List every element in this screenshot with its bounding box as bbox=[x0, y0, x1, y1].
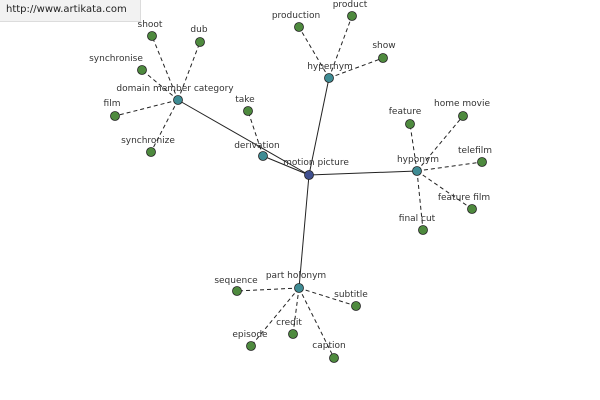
label-dub: dub bbox=[190, 25, 207, 35]
node-center[interactable] bbox=[304, 170, 314, 180]
node-show[interactable] bbox=[378, 53, 388, 63]
label-derivation: derivation bbox=[234, 141, 280, 151]
label-product: product bbox=[333, 0, 368, 10]
label-subtitle: subtitle bbox=[334, 290, 368, 300]
edge-synchronise bbox=[141, 69, 179, 101]
label-sequence: sequence bbox=[214, 276, 258, 286]
node-sequence[interactable] bbox=[232, 286, 242, 296]
edge-telefilm bbox=[416, 161, 483, 172]
label-feature: feature bbox=[389, 107, 422, 117]
node-hypernym[interactable] bbox=[324, 73, 334, 83]
node-feature-film[interactable] bbox=[467, 204, 477, 214]
edge-feature-film bbox=[416, 170, 473, 210]
node-credit[interactable] bbox=[288, 329, 298, 339]
label-show: show bbox=[372, 41, 395, 51]
label-credit: credit bbox=[276, 318, 302, 328]
edge-sequence bbox=[236, 287, 300, 292]
edge-hyponym bbox=[308, 170, 418, 176]
edges bbox=[114, 15, 483, 359]
edge-part-holonym bbox=[298, 174, 310, 289]
node-dub[interactable] bbox=[195, 37, 205, 47]
node-caption[interactable] bbox=[329, 353, 339, 363]
edge-home-movie bbox=[416, 115, 464, 172]
edge-caption bbox=[298, 287, 335, 359]
node-film[interactable] bbox=[110, 111, 120, 121]
node-production[interactable] bbox=[294, 22, 304, 32]
node-synchronise[interactable] bbox=[137, 65, 147, 75]
label-episode: episode bbox=[232, 330, 268, 340]
label-hyponym: hyponym bbox=[397, 155, 439, 165]
node-shoot[interactable] bbox=[147, 31, 157, 41]
label-telefilm: telefilm bbox=[458, 146, 492, 156]
nodes bbox=[110, 11, 487, 363]
url-banner[interactable]: http://www.artikata.com bbox=[0, 0, 141, 22]
edge-production bbox=[298, 26, 330, 79]
label-shoot: shoot bbox=[138, 20, 163, 30]
node-subtitle[interactable] bbox=[351, 301, 361, 311]
edge-credit bbox=[292, 287, 300, 335]
edge-subtitle bbox=[298, 287, 357, 307]
node-take[interactable] bbox=[243, 106, 253, 116]
label-feature-film: feature film bbox=[438, 193, 490, 203]
url-link[interactable]: http://www.artikata.com bbox=[6, 4, 127, 15]
label-center: motion picture bbox=[283, 158, 349, 168]
node-home-movie[interactable] bbox=[458, 111, 468, 121]
node-hyponym[interactable] bbox=[412, 166, 422, 176]
edge-derivation bbox=[262, 155, 310, 176]
node-final-cut[interactable] bbox=[418, 225, 428, 235]
label-hypernym: hypernym bbox=[307, 62, 353, 72]
label-production: production bbox=[272, 11, 320, 21]
edge-take bbox=[247, 110, 264, 157]
edge-domain-member-category bbox=[177, 99, 310, 176]
edge-shoot bbox=[151, 35, 179, 101]
edge-hypernym bbox=[308, 77, 330, 176]
edge-feature bbox=[409, 123, 418, 172]
node-synchronize[interactable] bbox=[146, 147, 156, 157]
node-derivation[interactable] bbox=[258, 151, 268, 161]
node-part-holonym[interactable] bbox=[294, 283, 304, 293]
label-domain-member-category: domain member category bbox=[116, 84, 234, 94]
label-synchronise: synchronise bbox=[89, 54, 143, 64]
labels: shoot dub synchronise film synchronize domain… bbox=[89, 0, 492, 351]
edge-final-cut bbox=[416, 170, 424, 231]
edge-episode bbox=[250, 287, 300, 347]
edge-synchronize bbox=[150, 99, 179, 153]
edge-dub bbox=[177, 41, 201, 101]
label-home-movie: home movie bbox=[434, 99, 490, 109]
node-telefilm[interactable] bbox=[477, 157, 487, 167]
label-part-holonym: part holonym bbox=[266, 271, 326, 281]
node-feature[interactable] bbox=[405, 119, 415, 129]
label-final-cut: final cut bbox=[399, 214, 436, 224]
node-episode[interactable] bbox=[246, 341, 256, 351]
label-caption: caption bbox=[312, 341, 345, 351]
label-film: film bbox=[104, 99, 121, 109]
edge-show bbox=[328, 57, 384, 79]
edge-film bbox=[114, 99, 179, 117]
node-product[interactable] bbox=[347, 11, 357, 21]
label-take: take bbox=[235, 95, 255, 105]
node-domain-member-category[interactable] bbox=[173, 95, 183, 105]
label-synchronize: synchronize bbox=[121, 136, 175, 146]
